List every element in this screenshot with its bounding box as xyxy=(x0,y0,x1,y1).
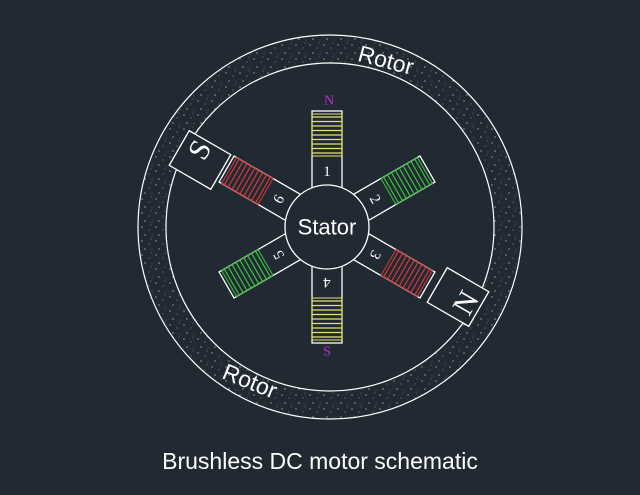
winding-coil xyxy=(380,156,434,206)
stator-hub: Stator xyxy=(284,184,370,270)
winding-coil xyxy=(220,156,274,206)
tooth-pole-s-label: S xyxy=(323,345,331,360)
winding-coil xyxy=(220,248,274,298)
tooth-pole-n-label: N xyxy=(324,94,334,109)
caption: Brushless DC motor schematic xyxy=(162,448,478,474)
winding-coil xyxy=(380,248,434,298)
tooth-number: 4 xyxy=(323,274,331,290)
winding-coil xyxy=(311,113,343,157)
winding-coil xyxy=(311,297,343,341)
stator-label: Stator xyxy=(298,215,357,240)
tooth-number: 1 xyxy=(323,164,331,180)
rotor-magnet-s: S xyxy=(168,129,232,191)
